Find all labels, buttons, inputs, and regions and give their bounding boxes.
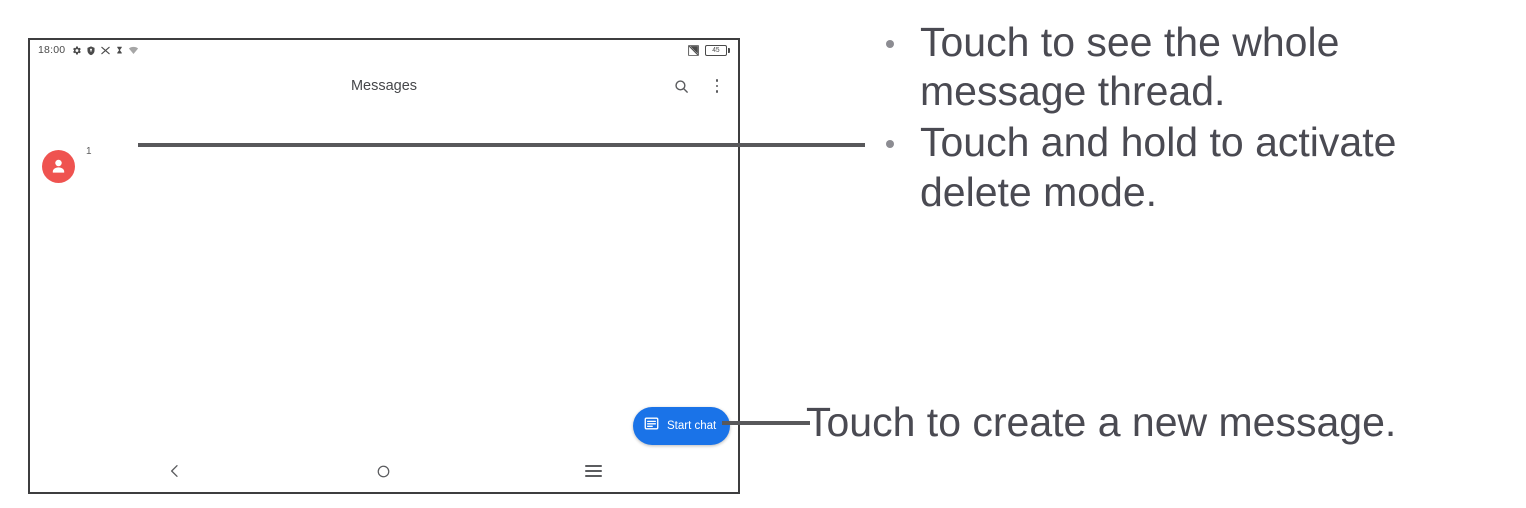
avatar (42, 149, 75, 183)
back-icon[interactable] (155, 451, 195, 491)
phone-screenshot-frame: 18:00 (28, 38, 740, 494)
conversation-count-label: 1 (86, 146, 92, 157)
callout-new-message: Touch to create a new message. (806, 399, 1397, 445)
search-icon[interactable] (670, 75, 692, 97)
callout-bullet-thread: Touch to see the whole message thread. (872, 18, 1492, 116)
recents-icon[interactable] (573, 451, 613, 491)
app-bar-actions (670, 60, 728, 112)
status-bar-left-icons (71, 45, 139, 56)
shield-icon (87, 45, 95, 55)
status-bar-time: 18:00 (38, 44, 66, 56)
hourglass-icon (117, 46, 123, 53)
page-title: Messages (350, 78, 418, 94)
wifi-off-icon (129, 46, 139, 54)
conversation-list-item[interactable]: 1 (30, 138, 738, 194)
leader-line-start-chat (722, 421, 810, 425)
callout-bullet-list: Touch to see the whole message thread. T… (872, 18, 1492, 219)
home-icon[interactable] (364, 451, 404, 491)
leader-line-thread (138, 143, 865, 147)
status-bar: 18:00 (30, 40, 738, 60)
compose-message-icon (643, 415, 660, 437)
overflow-menu-icon[interactable] (706, 75, 728, 97)
battery-level-label: 45 (712, 46, 720, 54)
gear-icon (73, 46, 82, 54)
mute-icon (688, 44, 699, 56)
start-chat-button[interactable]: Start chat (633, 407, 731, 445)
callout-bullet-delete-mode: Touch and hold to activate delete mode. (872, 118, 1492, 216)
navigation-bar (30, 450, 738, 492)
battery-icon: 45 (705, 44, 730, 56)
start-chat-label: Start chat (667, 420, 717, 432)
app-bar: Messages (30, 60, 738, 112)
status-bar-right-icons: 45 (687, 44, 730, 57)
no-signal-icon (101, 46, 110, 54)
